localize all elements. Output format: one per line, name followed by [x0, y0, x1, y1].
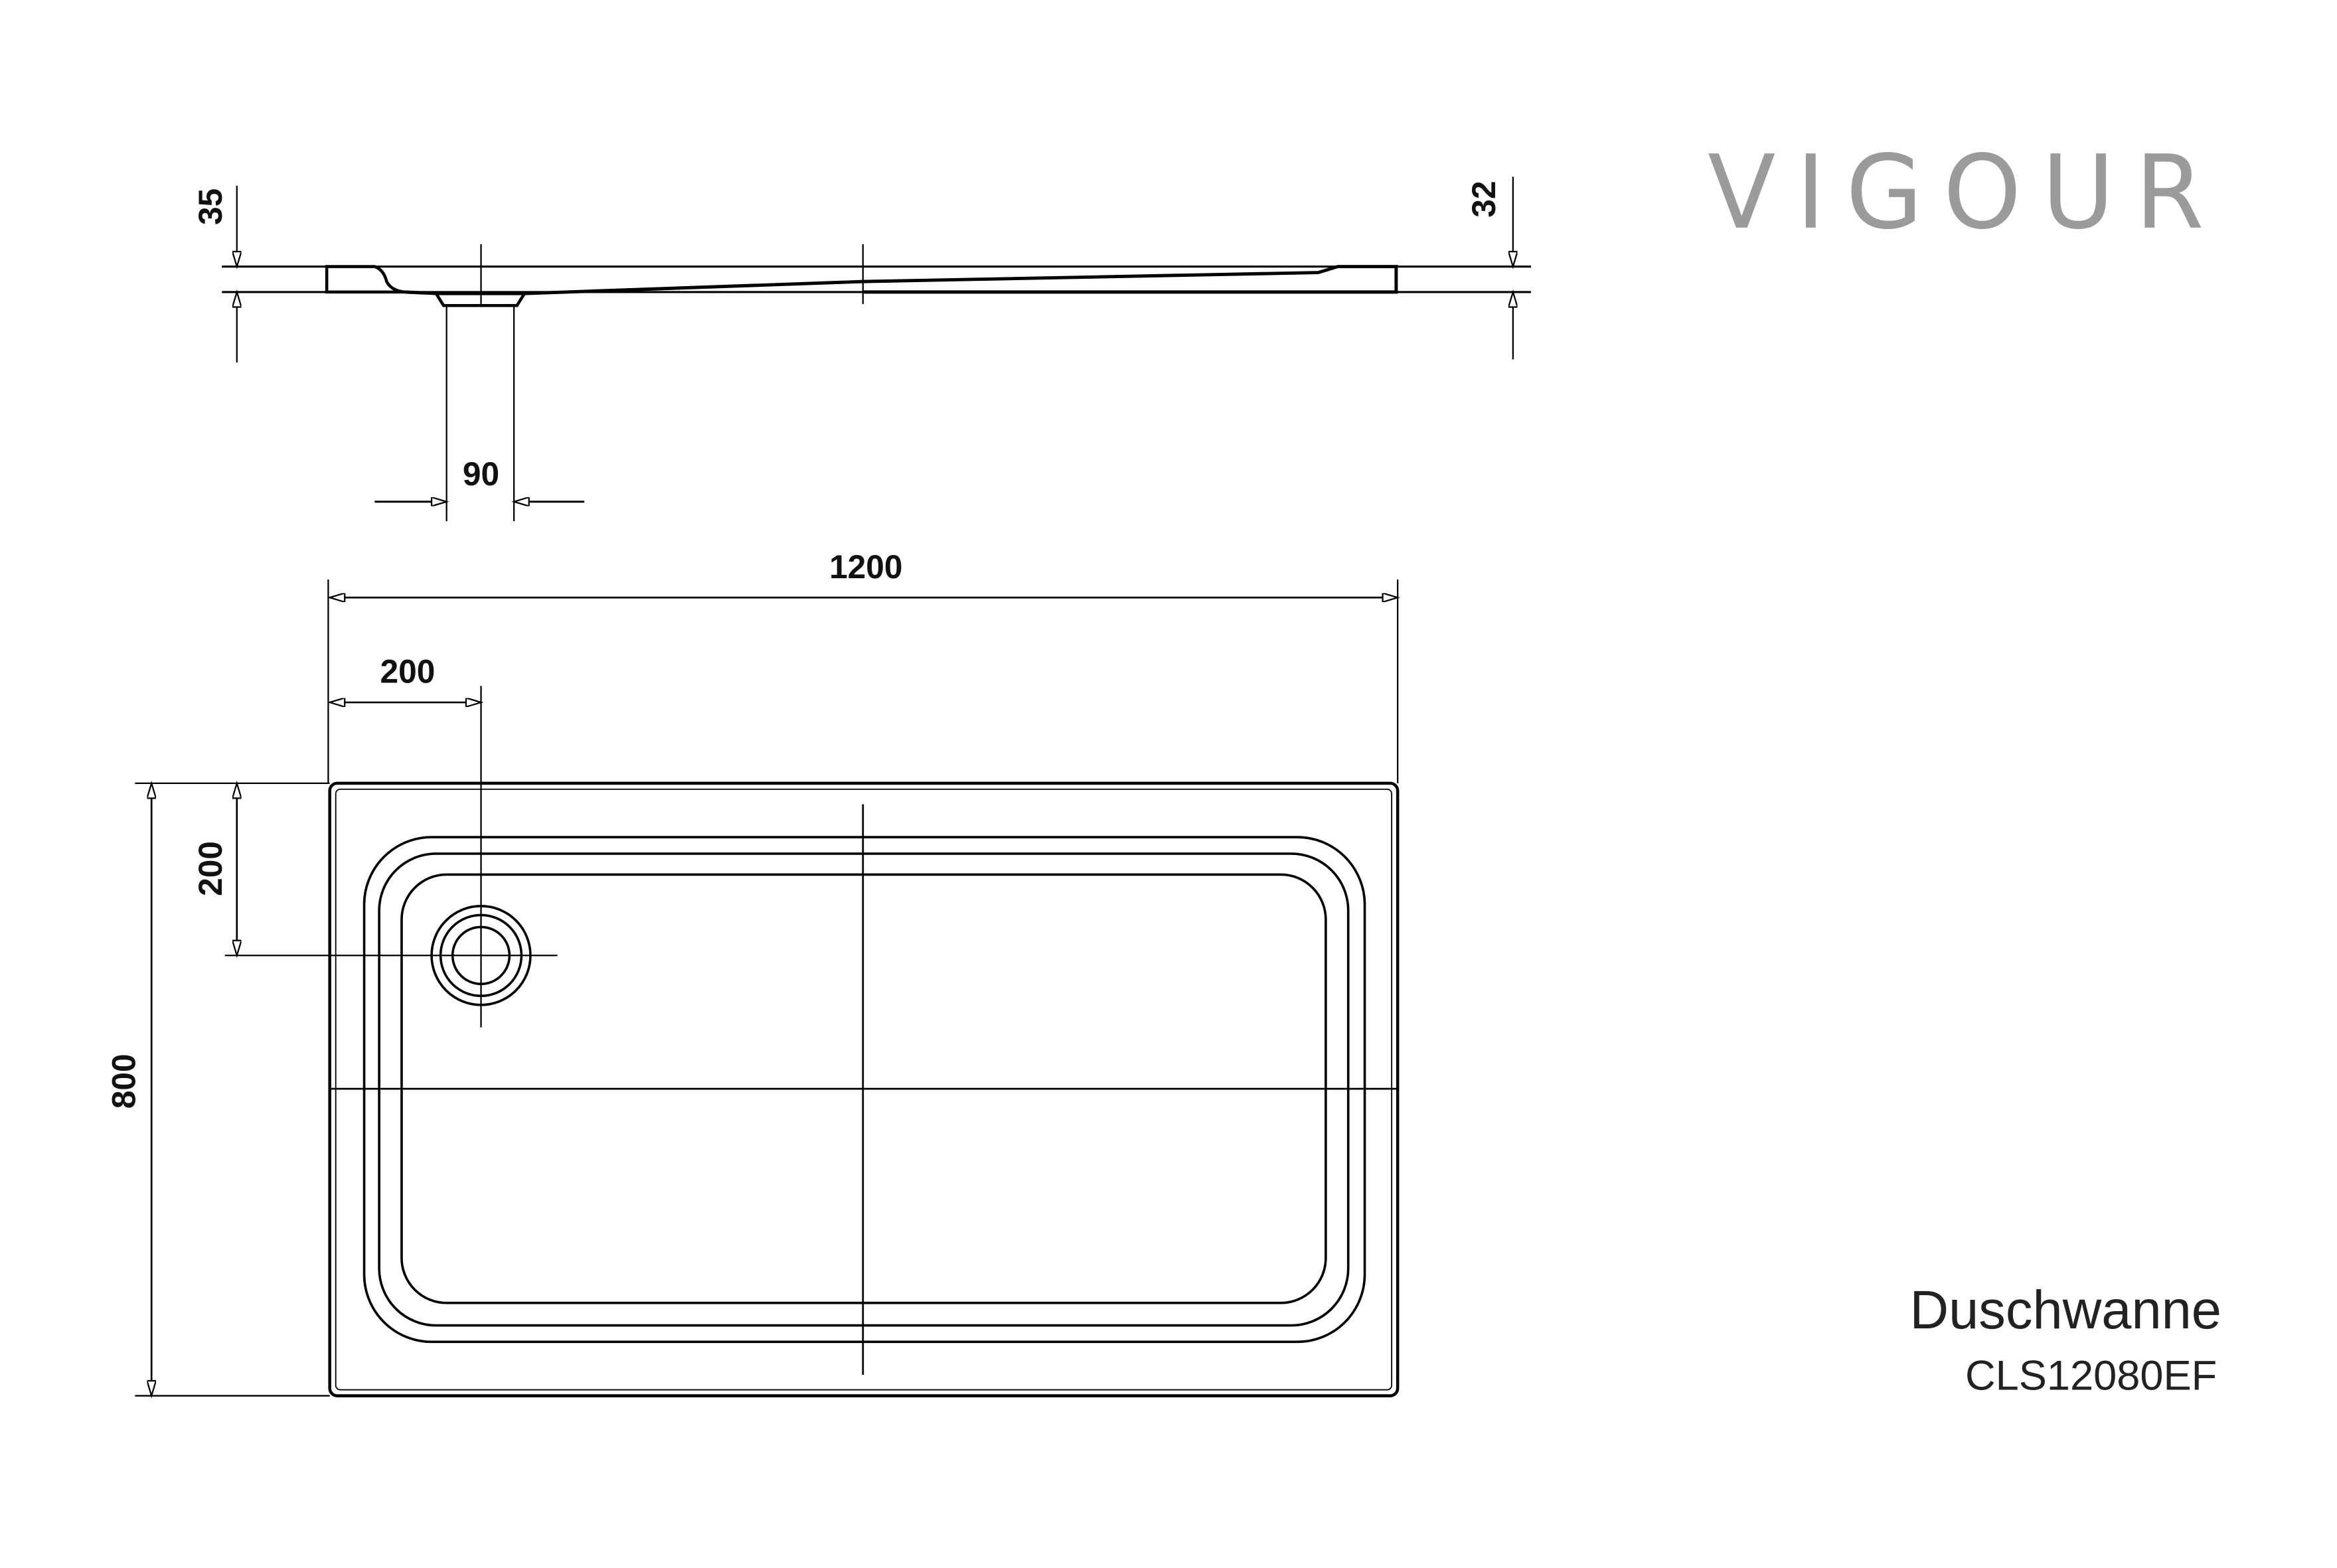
dim-right-height: 32 [1465, 181, 1502, 217]
dim-width: 800 [105, 1054, 142, 1109]
dim-drain-offset-y: 200 [192, 841, 229, 896]
plan-view [135, 580, 1398, 1396]
dim-length: 1200 [829, 548, 902, 586]
dim-drain-width: 90 [463, 455, 499, 493]
vigour-logo: VIGOUR [1708, 134, 2224, 252]
dim-drain-offset-x: 200 [380, 653, 436, 690]
side-view [222, 177, 1531, 522]
dim-left-height: 35 [192, 189, 229, 225]
product-code: CLS12080EF [1965, 1353, 2217, 1399]
product-title: Duschwanne [1909, 1280, 2221, 1340]
